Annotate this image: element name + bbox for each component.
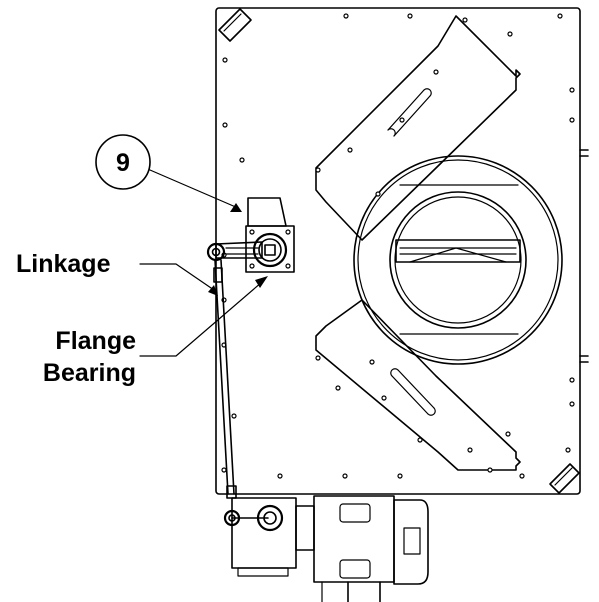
flange-bearing-label-line1: Flange xyxy=(55,327,136,355)
linkage-label: Linkage xyxy=(16,250,111,278)
damper-blade xyxy=(395,239,521,263)
upper-diagonal-plate xyxy=(315,15,521,241)
flange-bearing-leader xyxy=(139,281,263,357)
callout-leader xyxy=(149,169,239,209)
duct-collar xyxy=(353,155,563,365)
callout-number: 9 xyxy=(116,149,130,177)
linkage-arrowhead xyxy=(208,285,218,296)
callout-9: 9 xyxy=(95,134,242,212)
side-tabs xyxy=(579,149,589,363)
screw-holes xyxy=(221,13,575,479)
callout-arrowhead xyxy=(230,203,242,212)
linkage-rod xyxy=(213,259,237,499)
flange-bearing-callout: Flange Bearing xyxy=(43,276,268,387)
corner-bracket-bottom-right xyxy=(549,463,580,494)
flange-bearing-label-line2: Bearing xyxy=(43,359,136,387)
crank-arm xyxy=(206,241,263,262)
corner-bracket-top-left xyxy=(218,8,252,42)
callout-circle xyxy=(95,134,151,190)
lower-diagonal-plate xyxy=(315,299,521,471)
linkage-callout: Linkage xyxy=(16,250,218,296)
actuator-assembly xyxy=(223,495,429,602)
flange-bearing-assembly xyxy=(245,197,295,273)
flange-bearing-arrowhead xyxy=(255,276,268,288)
linkage-leader xyxy=(139,263,215,291)
